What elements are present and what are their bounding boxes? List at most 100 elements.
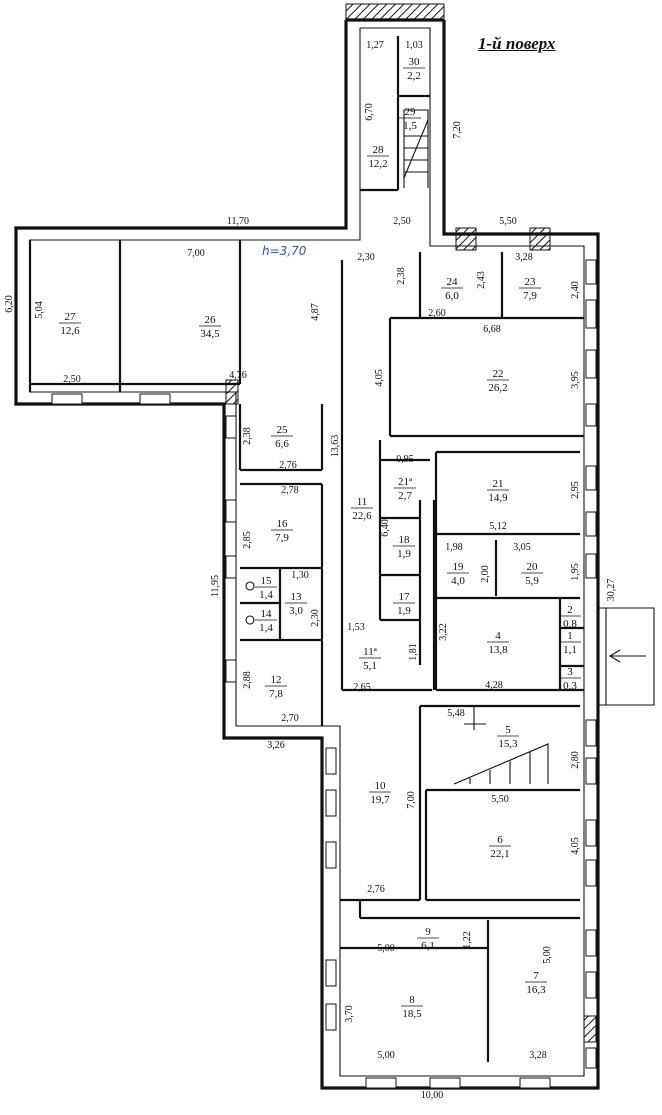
dimension-label: 1,27 <box>366 40 384 51</box>
dimension-label: 5,00 <box>542 946 553 964</box>
room-number: 18 <box>399 534 411 546</box>
dimension-label: 2,30 <box>357 252 375 263</box>
room-area: 19,7 <box>370 794 390 806</box>
room-area: 12,6 <box>60 325 80 337</box>
room-number: 21ª <box>398 476 413 488</box>
room-area: 1,1 <box>563 644 577 656</box>
room-number: 30 <box>409 56 421 68</box>
dimension-label: 2,30 <box>310 609 321 627</box>
outer-wall <box>14 20 600 1090</box>
room-area: 6,0 <box>445 290 459 302</box>
entrance-hatch <box>345 3 445 21</box>
dimension-label: 1,03 <box>405 40 423 51</box>
dimension-label: 3,22 <box>438 623 449 641</box>
room-area: 5,1 <box>363 660 377 672</box>
room-area: 6,6 <box>275 438 289 450</box>
dimension-label: 5,50 <box>491 794 509 805</box>
room-area: 1,9 <box>397 605 411 617</box>
dimension-label: 5,12 <box>489 521 507 532</box>
dimension-label: 3,28 <box>515 252 533 263</box>
dimension-label: 6,40 <box>380 519 391 537</box>
room-area: 7,9 <box>523 290 537 302</box>
dimension-label: 11,70 <box>227 216 249 227</box>
room-area: 7,8 <box>269 688 283 700</box>
room-area: 4,0 <box>451 575 465 587</box>
dimension-label: 4,05 <box>374 369 385 387</box>
room-number: 10 <box>375 780 387 792</box>
dimension-label: 2,76 <box>367 884 385 895</box>
room-number: 5 <box>505 724 511 736</box>
dimension-label: 2,70 <box>281 713 299 724</box>
room-area: 26,2 <box>488 382 507 394</box>
room-number: 6 <box>497 834 503 846</box>
dimension-label: 5,04 <box>34 301 45 319</box>
dimension-label: 3,95 <box>570 371 581 389</box>
dimension-label: 5,00 <box>377 943 395 954</box>
room-area: 7,9 <box>275 532 289 544</box>
room-number: 4 <box>495 630 501 642</box>
dimension-label: 2,95 <box>570 481 581 499</box>
dimension-label: 2,78 <box>281 485 299 496</box>
room-area: 18,5 <box>402 1008 422 1020</box>
room-number: 11ª <box>363 646 378 658</box>
dimension-label: 2,00 <box>480 565 491 583</box>
room-number: 3 <box>567 666 573 678</box>
room-area: 16,3 <box>526 984 546 996</box>
dimension-label: 1,98 <box>445 542 463 553</box>
room-number: 13 <box>291 591 303 603</box>
dimension-label: 4,28 <box>485 680 503 691</box>
room-area: 1,4 <box>259 589 273 601</box>
room-area: 22,6 <box>352 510 372 522</box>
room-labels: 11,120,830,3413,8515,3622,1716,3818,596,… <box>59 56 581 1020</box>
dimension-label: 2,60 <box>428 308 446 319</box>
room-area: 2,7 <box>398 490 412 502</box>
dimension-label: 1,81 <box>408 643 419 661</box>
dimension-label: 1,22 <box>462 931 473 949</box>
dimension-label: 3,05 <box>513 542 531 553</box>
dimension-label: 2,38 <box>396 267 407 285</box>
dimension-label: 11,95 <box>210 575 221 597</box>
dimension-label: 6,20 <box>4 295 15 313</box>
dimension-label: 2,88 <box>242 671 253 689</box>
room-number: 23 <box>525 276 537 288</box>
room-area: 0,3 <box>563 680 577 692</box>
dimension-label: 5,00 <box>377 1050 395 1061</box>
room-area: 13,8 <box>488 644 508 656</box>
dimension-label: 10,00 <box>421 1090 444 1101</box>
room-number: 25 <box>277 424 289 436</box>
room-area: 34,5 <box>200 328 220 340</box>
room-number: 17 <box>399 591 411 603</box>
dimension-label: 5,48 <box>447 708 465 719</box>
dimension-label: 3,70 <box>344 1005 355 1023</box>
room-number: 14 <box>261 608 273 620</box>
dimension-label: 7,00 <box>406 791 417 809</box>
dimension-label: 0,95 <box>396 454 414 465</box>
dimension-label: 7,00 <box>187 248 205 259</box>
room-number: 8 <box>409 994 415 1006</box>
dimension-label: 3,26 <box>267 740 285 751</box>
room-area: 1,5 <box>403 120 417 132</box>
room-number: 20 <box>527 561 539 573</box>
room-area: 22,1 <box>490 848 509 860</box>
dimension-label: 2,38 <box>242 427 253 445</box>
room-area: 1,9 <box>397 548 411 560</box>
windows <box>51 259 597 1089</box>
dimension-label: 4,05 <box>570 837 581 855</box>
room-number: 21 <box>493 478 504 490</box>
dimension-label: 6,68 <box>483 324 501 335</box>
room-area: 3,0 <box>289 605 303 617</box>
dimension-label: 7,20 <box>452 121 463 139</box>
dimension-label: 2,50 <box>393 216 411 227</box>
room-number: 29 <box>405 106 417 118</box>
dimension-label: 2,80 <box>570 751 581 769</box>
room-number: 16 <box>277 518 289 530</box>
ceiling-height-note: h=3,70 <box>262 244 307 258</box>
room-number: 26 <box>205 314 217 326</box>
room-area: 12,2 <box>368 158 387 170</box>
room-number: 28 <box>373 144 385 156</box>
dimension-label: 2,50 <box>63 374 81 385</box>
dimension-label: 2,65 <box>353 682 371 693</box>
room-number: 19 <box>453 561 465 573</box>
